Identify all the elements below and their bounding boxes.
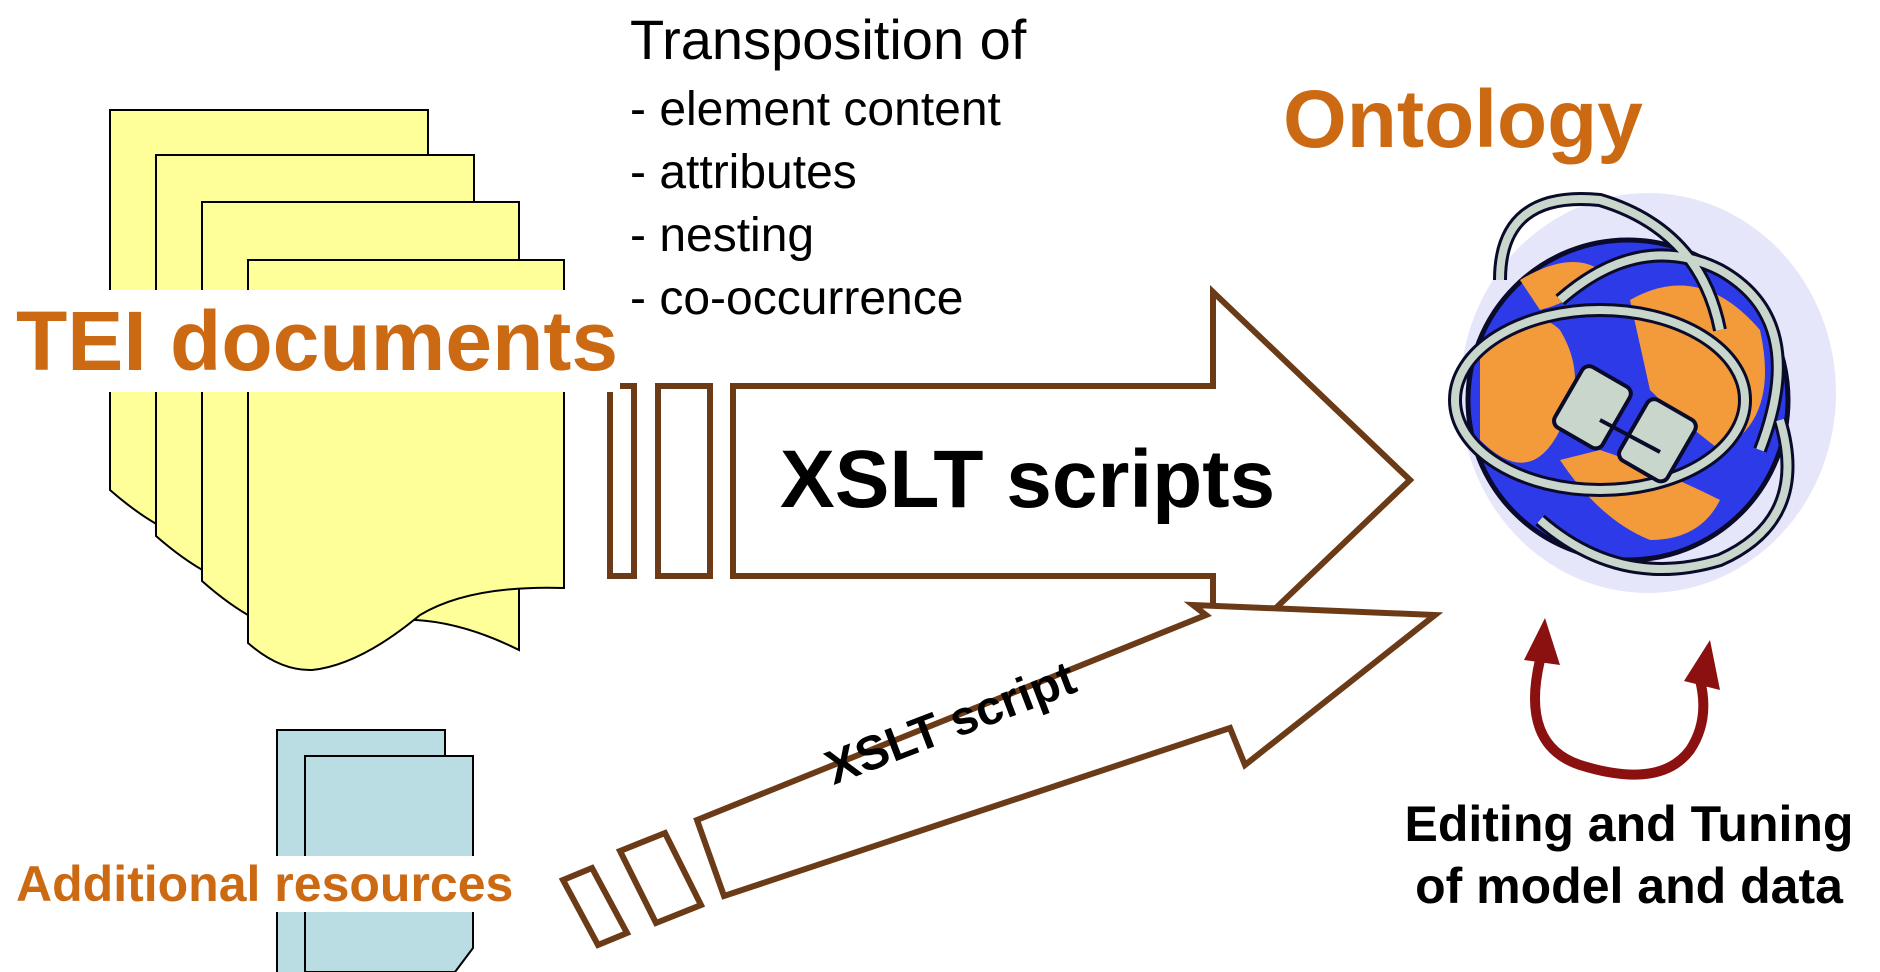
ontology-title: Ontology <box>1283 74 1643 165</box>
editing-caption-line-1: Editing and Tuning <box>1404 796 1854 852</box>
secondary-transform-arrow <box>558 601 1444 949</box>
main-arrow-label: XSLT scripts <box>780 434 1276 525</box>
ontology-globe-icon <box>1448 192 1836 593</box>
transposition-heading: Transposition of <box>630 8 1027 71</box>
list-item: - co-occurrence <box>630 272 964 325</box>
additional-resources-label: Additional resources <box>16 856 514 912</box>
tei-documents-label: TEI documents <box>14 290 621 392</box>
additional-resources-stack-icon <box>276 729 474 972</box>
main-transform-arrow <box>607 284 1415 676</box>
transposition-list: - element content - attributes - nesting… <box>630 78 1001 330</box>
editing-loop-arrow-icon <box>1524 618 1720 780</box>
list-item: - element content <box>630 83 1001 136</box>
editing-caption: Editing and Tuning of model and data <box>1378 793 1880 917</box>
editing-caption-line-2: of model and data <box>1415 858 1843 914</box>
list-item: - attributes <box>630 146 857 199</box>
list-item: - nesting <box>630 209 815 262</box>
